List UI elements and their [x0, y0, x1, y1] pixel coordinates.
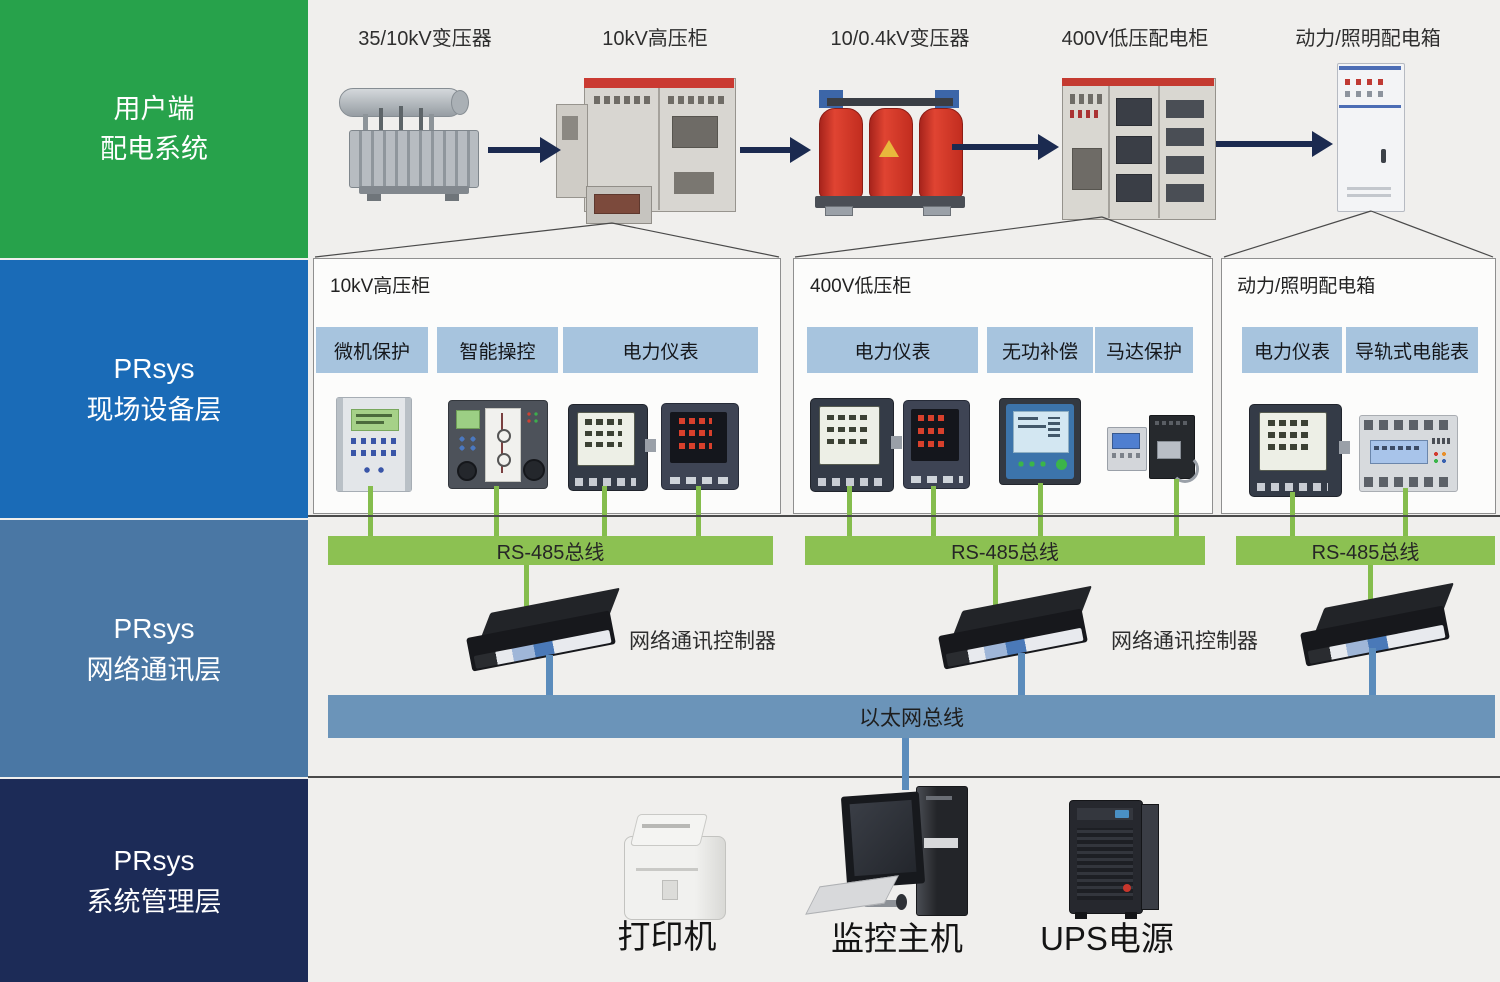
- group-title-hv: 10kV高压柜: [330, 276, 431, 297]
- printer-label: 打印机: [617, 918, 717, 955]
- bus-drop-line: [931, 486, 936, 536]
- bus-drop-line: [368, 486, 373, 536]
- smart-control-image: [448, 400, 548, 489]
- flow-arrow-3: [952, 134, 1059, 160]
- bus-drop-line: [1038, 483, 1043, 536]
- layer-label: PRsys: [113, 844, 195, 876]
- motor-protection-image: [1107, 415, 1199, 483]
- controller-label-2: 网络通讯控制器: [1111, 630, 1258, 653]
- chip-power-meter-hv: 电力仪表: [563, 327, 758, 373]
- chip-reactive-comp: 无功补偿: [987, 327, 1093, 373]
- bus-drop-line: [494, 486, 499, 536]
- ethernet-drop-line: [902, 738, 909, 790]
- ethernet-drop-line: [546, 655, 553, 697]
- ethernet-bus: 以太网总线: [328, 695, 1495, 738]
- chain-label-lv-cabinet: 400V低压配电柜: [1061, 28, 1209, 50]
- chain-label-hv-cabinet: 10kV高压柜: [602, 28, 708, 50]
- bus-drop-line: [602, 486, 607, 536]
- chain-label-lighting-box: 动力/照明配电箱: [1295, 28, 1441, 50]
- flow-arrow-1: [488, 137, 561, 163]
- ethernet-drop-line: [1369, 648, 1376, 697]
- power-meter-lcd-image: [568, 404, 656, 491]
- din-rail-energy-meter-image: [1359, 415, 1458, 492]
- rs485-bus-3: RS-485总线: [1236, 536, 1495, 565]
- bus-drop-line: [1403, 488, 1408, 536]
- layer-label: 配电系统: [100, 134, 208, 164]
- chip-relay-protection: 微机保护: [316, 327, 428, 373]
- layer-label: 系统管理层: [86, 886, 222, 917]
- power-meter-lcd-image: [1249, 404, 1350, 497]
- power-meter-led-image: [661, 403, 739, 490]
- ups-label: UPS电源: [1040, 920, 1174, 957]
- bus-drop-line: [1368, 565, 1373, 609]
- flow-arrow-4: [1216, 131, 1333, 157]
- flow-arrow-2: [740, 137, 811, 163]
- chip-power-meter-box: 电力仪表: [1242, 327, 1342, 373]
- layer-label: PRsys: [113, 353, 195, 384]
- workstation-label: 监控主机: [831, 920, 963, 957]
- oil-transformer-image: [333, 82, 491, 204]
- chip-smart-control: 智能操控: [437, 327, 558, 373]
- network-controller-image: [1300, 582, 1460, 679]
- rs485-bus-2: RS-485总线: [805, 536, 1205, 565]
- group-title-lv: 400V低压柜: [810, 276, 912, 297]
- sidebar-layer-network: PRsys 网络通讯层: [0, 520, 308, 777]
- bus-drop-line: [524, 565, 529, 617]
- chip-din-energy-meter: 导轨式电能表: [1346, 327, 1478, 373]
- layer-label: 现场设备层: [86, 395, 222, 425]
- sidebar-layer-management: PRsys 系统管理层: [0, 779, 308, 982]
- ethernet-drop-line: [1018, 653, 1025, 697]
- power-meter-lcd-image: [810, 398, 902, 492]
- bus-drop-line: [1290, 492, 1295, 536]
- controller-label-1: 网络通讯控制器: [629, 630, 776, 653]
- layer-label: 网络通讯层: [86, 654, 222, 685]
- layer-label: PRsys: [113, 612, 195, 644]
- layer-separator-line: [308, 515, 1500, 517]
- workstation-image: [805, 786, 968, 920]
- chain-label-transformer-3510: 35/10kV变压器: [358, 28, 492, 50]
- dry-transformer-image: [813, 84, 968, 216]
- bus-drop-line: [1174, 479, 1179, 536]
- chip-power-meter-lv: 电力仪表: [807, 327, 978, 373]
- bus-drop-line: [993, 565, 998, 613]
- ups-image: [1063, 800, 1163, 920]
- lv-switchgear-image: [1062, 78, 1216, 220]
- reactive-compensation-image: [999, 398, 1081, 485]
- group-title-lighting: 动力/照明配电箱: [1237, 276, 1376, 297]
- layer-label: 用户端: [113, 94, 195, 124]
- power-meter-led-image: [903, 400, 970, 489]
- sidebar-layer-user: 用户端 配电系统: [0, 0, 308, 258]
- chain-label-transformer-1004: 10/0.4kV变压器: [830, 28, 970, 50]
- relay-protection-image: [336, 397, 412, 492]
- chip-motor-protection: 马达保护: [1095, 327, 1193, 373]
- bus-drop-line: [847, 486, 852, 536]
- bus-drop-line: [696, 486, 701, 536]
- rs485-bus-1: RS-485总线: [328, 536, 773, 565]
- sidebar-layer-field: PRsys 现场设备层: [0, 260, 308, 518]
- printer-image: [622, 810, 726, 920]
